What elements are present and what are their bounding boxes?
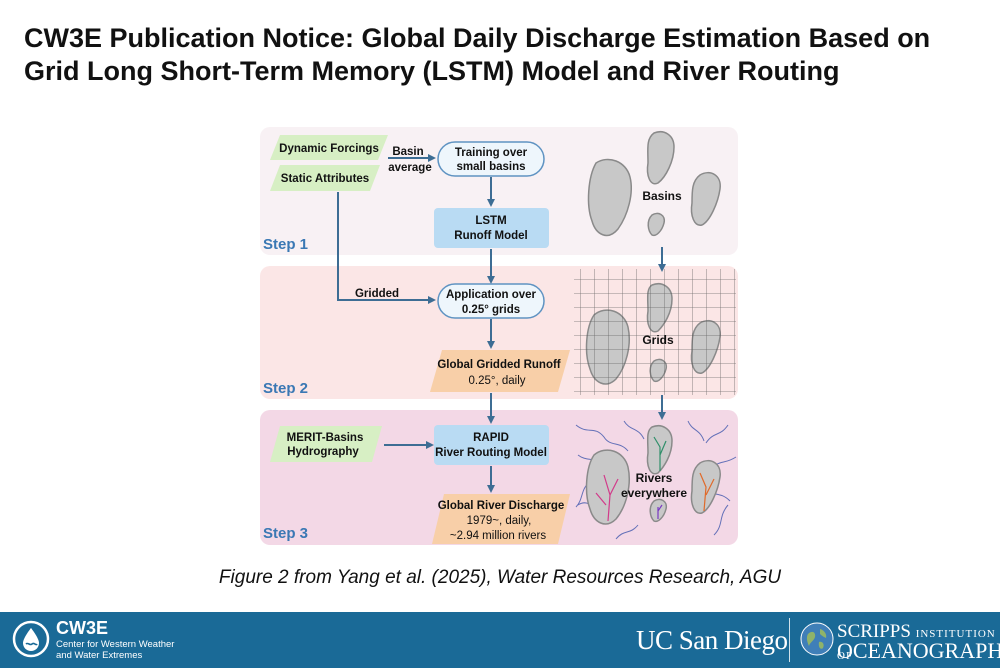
workflow-diagram: Step 1 Step 2 Step 3 Dynamic Forcings St… (260, 127, 738, 545)
gridded-arrow (337, 192, 436, 304)
average-label: average (388, 162, 431, 174)
basins-label: Basins (642, 189, 682, 203)
scripps-small: INSTITUTION OF (837, 628, 996, 662)
discharge-label-3: ~2.94 million rivers (450, 530, 546, 542)
gridded-runoff-label-2: 0.25°, daily (468, 375, 525, 387)
step-3-label: Step 3 (263, 525, 308, 542)
river-discharge-box (432, 494, 570, 544)
scripps-name: SCRIPPS INSTITUTION OF (837, 622, 1000, 666)
globe-icon (800, 622, 834, 656)
basin-label: Basin (392, 146, 423, 158)
rapid-box (434, 425, 549, 465)
title-line-2: Grid Long Short-Term Memory (LSTM) Model… (24, 56, 840, 86)
figure-caption: Figure 2 from Yang et al. (2025), Water … (218, 567, 782, 588)
cw3e-name: CW3E (56, 618, 109, 638)
application-box (437, 283, 545, 319)
scripps-main: SCRIPPS (837, 621, 911, 642)
lstm-label-1: LSTM (475, 215, 506, 227)
cw3e-subtitle: Center for Western Weather and Water Ext… (56, 639, 176, 661)
dynamic-forcings-label: Dynamic Forcings (279, 143, 379, 155)
rivers-label-1: Rivers (636, 471, 673, 485)
grids-label: Grids (642, 333, 674, 347)
step-1-label: Step 1 (263, 236, 308, 253)
training-label-2: small basins (456, 161, 525, 173)
footer-divider (789, 618, 790, 662)
discharge-label-1: Global River Discharge (438, 500, 565, 512)
cw3e-subtitle-line-2: and Water Extremes (56, 650, 143, 661)
dynamic-forcings-box (270, 135, 388, 160)
cw3e-logo-icon (12, 620, 50, 658)
rivers-illustration (575, 420, 737, 540)
merit-basins-box (270, 426, 382, 462)
training-box (437, 141, 545, 177)
rivers-label-2: everywhere (621, 486, 687, 500)
grids-illustration (574, 269, 736, 395)
footer-bar: CW3E Center for Western Weather and Wate… (0, 612, 1000, 668)
static-attributes-box (270, 165, 380, 191)
step-2-label: Step 2 (263, 380, 308, 397)
application-label-2: 0.25° grids (462, 304, 520, 316)
page-title: CW3E Publication Notice: Global Daily Di… (24, 22, 984, 88)
lstm-label-2: Runoff Model (454, 230, 527, 242)
cw3e-subtitle-line-1: Center for Western Weather (56, 639, 175, 650)
rapid-label-2: River Routing Model (435, 447, 547, 459)
gridded-label: Gridded (355, 288, 399, 300)
ucsd-logo: UC San Diego (636, 625, 788, 655)
application-label-1: Application over (446, 289, 537, 301)
gridded-runoff-box (430, 350, 570, 392)
merit-label-2: Hydrography (287, 446, 359, 458)
scripps-oceanography: OCEANOGRAPHY (837, 638, 1000, 663)
lstm-box (434, 208, 549, 248)
rapid-label-1: RAPID (473, 432, 509, 444)
discharge-label-2: 1979~, daily, (467, 515, 532, 527)
merit-label-1: MERIT-Basins (287, 432, 364, 444)
basins-illustration (587, 131, 721, 237)
static-attributes-label: Static Attributes (281, 173, 369, 185)
title-line-1: CW3E Publication Notice: Global Daily Di… (24, 23, 931, 53)
gridded-runoff-label-1: Global Gridded Runoff (437, 359, 560, 371)
training-label-1: Training over (455, 147, 528, 159)
